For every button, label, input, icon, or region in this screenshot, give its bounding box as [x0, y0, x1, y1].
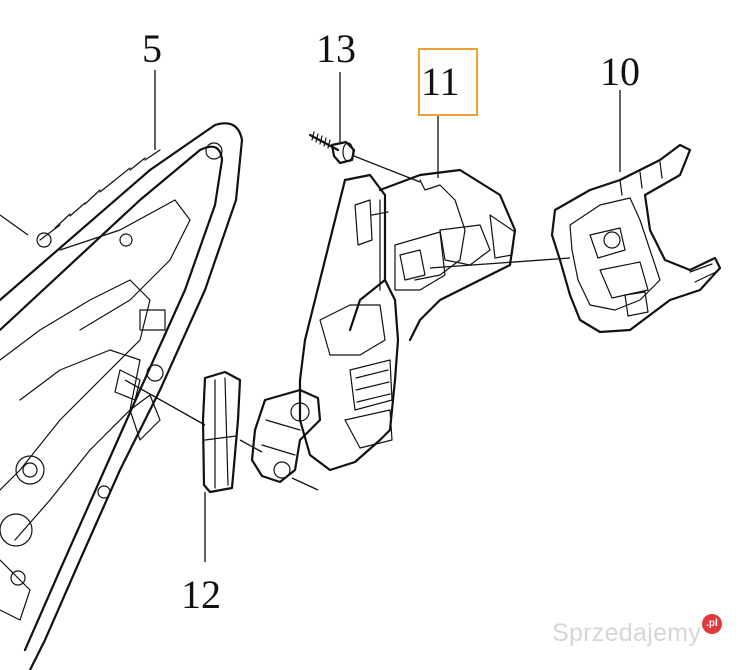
callout-10: 10	[600, 49, 640, 94]
leader-13-to-11	[353, 155, 421, 183]
leader-part-5-left	[0, 214, 29, 236]
callout-13: 13	[316, 26, 356, 71]
part-11-bracket	[298, 168, 517, 472]
leader-11-to-10	[429, 257, 571, 269]
part-5-door-frame	[0, 122, 244, 670]
leader-5-to-12	[124, 379, 206, 426]
leader-latch-tail	[291, 477, 319, 491]
callout-11: 11	[421, 59, 460, 104]
callout-12: 12	[181, 572, 221, 617]
callout-11-highlight-box	[418, 48, 478, 116]
part-latch-block	[250, 388, 322, 484]
part-10-cover-frame	[550, 143, 722, 334]
callout-5: 5	[142, 26, 162, 71]
watermark-text: Sprzedajemy	[552, 619, 702, 647]
part-13-screw	[308, 131, 356, 165]
watermark-badge: .pl	[702, 614, 722, 634]
part-12-seal-strip	[201, 370, 242, 494]
leader-12-to-latch	[239, 439, 263, 453]
